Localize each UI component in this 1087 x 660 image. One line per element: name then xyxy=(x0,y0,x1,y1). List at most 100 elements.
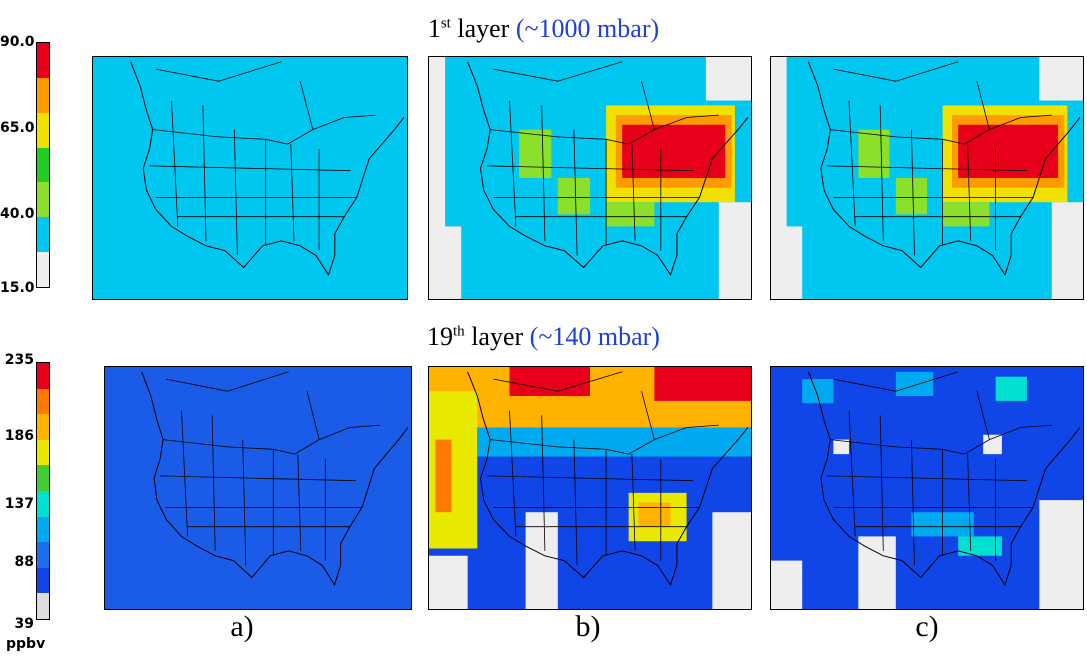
colorbar-segment xyxy=(37,252,49,287)
title-layer-1-text: layer xyxy=(450,14,516,43)
state-border xyxy=(879,105,884,241)
map-top-a xyxy=(92,56,408,300)
state-border xyxy=(641,391,655,440)
colorbar-bottom-tick: 88 xyxy=(14,554,34,570)
concentration-region xyxy=(638,502,671,527)
state-border xyxy=(976,391,990,440)
colorbar-segment xyxy=(37,363,49,389)
state-border xyxy=(297,454,302,551)
concentration-region xyxy=(509,367,590,397)
colorbar-top xyxy=(36,42,50,288)
concentration-region xyxy=(983,434,1002,455)
concentration-region xyxy=(705,57,751,101)
title-layer-19: 19th layer (~140 mbar) xyxy=(0,322,1087,352)
map-top-c-canvas xyxy=(771,57,1083,299)
state-border xyxy=(490,129,629,145)
state-border xyxy=(830,129,965,145)
state-border xyxy=(171,100,179,227)
colorbar-segment xyxy=(37,43,49,78)
concentration-region xyxy=(477,427,751,457)
state-border xyxy=(299,81,314,130)
state-border xyxy=(490,439,629,455)
coastline xyxy=(807,371,1081,586)
colorbar-top-tick: 90.0 xyxy=(0,34,35,50)
map-bottom-b-canvas xyxy=(429,367,751,609)
state-border xyxy=(848,410,856,537)
colorbar-segment xyxy=(37,516,49,543)
state-border xyxy=(202,105,207,241)
state-border xyxy=(509,100,517,227)
colorbar-segment xyxy=(37,593,49,619)
state-border xyxy=(879,415,884,551)
state-border xyxy=(573,439,578,566)
colorbar-segment xyxy=(37,465,49,491)
colorbar-segment xyxy=(37,567,49,594)
state-border xyxy=(976,81,990,130)
colorbar-segment xyxy=(37,491,49,517)
state-border xyxy=(628,114,719,145)
colorbar-top-tick: 15.0 xyxy=(0,280,35,296)
state-border xyxy=(211,415,216,551)
state-border xyxy=(911,129,915,256)
map-top-a-canvas xyxy=(93,57,407,299)
title-layer-19-number: 19 xyxy=(427,322,454,351)
state-border xyxy=(964,424,1052,455)
title-layer-19-pressure: (~140 mbar) xyxy=(529,322,660,351)
state-border xyxy=(830,439,965,455)
concentration-region xyxy=(435,439,452,513)
colorbar-top-tick: 40.0 xyxy=(0,206,35,222)
coastline xyxy=(467,61,749,276)
concentration-region xyxy=(557,178,590,215)
panel-label-a: a) xyxy=(230,610,254,643)
colorbar-segment xyxy=(37,147,49,183)
state-border xyxy=(827,475,1027,482)
map-top-b xyxy=(428,56,752,300)
concentration-region xyxy=(995,376,1027,401)
colorbar-unit: ppbv xyxy=(6,636,46,652)
concentration-region xyxy=(895,178,927,215)
concentration-region xyxy=(654,367,751,401)
colorbar-bottom-tick: 137 xyxy=(4,496,34,512)
state-border xyxy=(493,61,623,82)
state-border xyxy=(486,475,694,482)
state-border xyxy=(573,129,578,256)
state-border xyxy=(964,114,1052,145)
concentration-region xyxy=(429,555,468,609)
map-background xyxy=(93,57,407,299)
title-layer-1-ordinal: st xyxy=(440,15,451,32)
concentration-region xyxy=(429,226,462,299)
map-bottom-c xyxy=(770,366,1084,610)
panel-label-c: c) xyxy=(915,610,939,643)
concentration-region xyxy=(771,560,803,609)
state-border xyxy=(233,129,238,256)
state-border xyxy=(509,410,517,537)
colorbar-segment xyxy=(37,217,49,253)
colorbar-segment xyxy=(37,77,49,113)
state-border xyxy=(833,371,959,392)
concentration-region xyxy=(1039,500,1083,609)
concentration-region xyxy=(895,371,934,397)
state-border xyxy=(641,81,655,130)
concentration-region xyxy=(858,536,896,609)
concentration-region xyxy=(606,202,655,227)
map-bottom-c-canvas xyxy=(771,367,1083,609)
concentration-region xyxy=(858,129,890,178)
map-top-c xyxy=(770,56,1084,300)
title-layer-19-text: layer xyxy=(464,322,530,351)
map-bottom-a-canvas xyxy=(105,367,411,609)
map-background xyxy=(105,367,411,609)
state-border xyxy=(160,475,356,482)
state-border xyxy=(290,144,295,241)
concentration-region xyxy=(958,536,1002,556)
coastline xyxy=(130,61,405,276)
concentration-region xyxy=(718,202,751,299)
title-layer-1-number: 1 xyxy=(427,14,441,43)
colorbar-bottom xyxy=(36,362,50,620)
state-border xyxy=(152,129,288,145)
map-top-b-canvas xyxy=(429,57,751,299)
map-background xyxy=(771,367,1083,609)
colorbar-bottom-tick: 39 xyxy=(14,616,34,632)
concentration-region xyxy=(1039,57,1083,101)
state-border xyxy=(631,454,636,551)
state-border xyxy=(155,61,282,82)
